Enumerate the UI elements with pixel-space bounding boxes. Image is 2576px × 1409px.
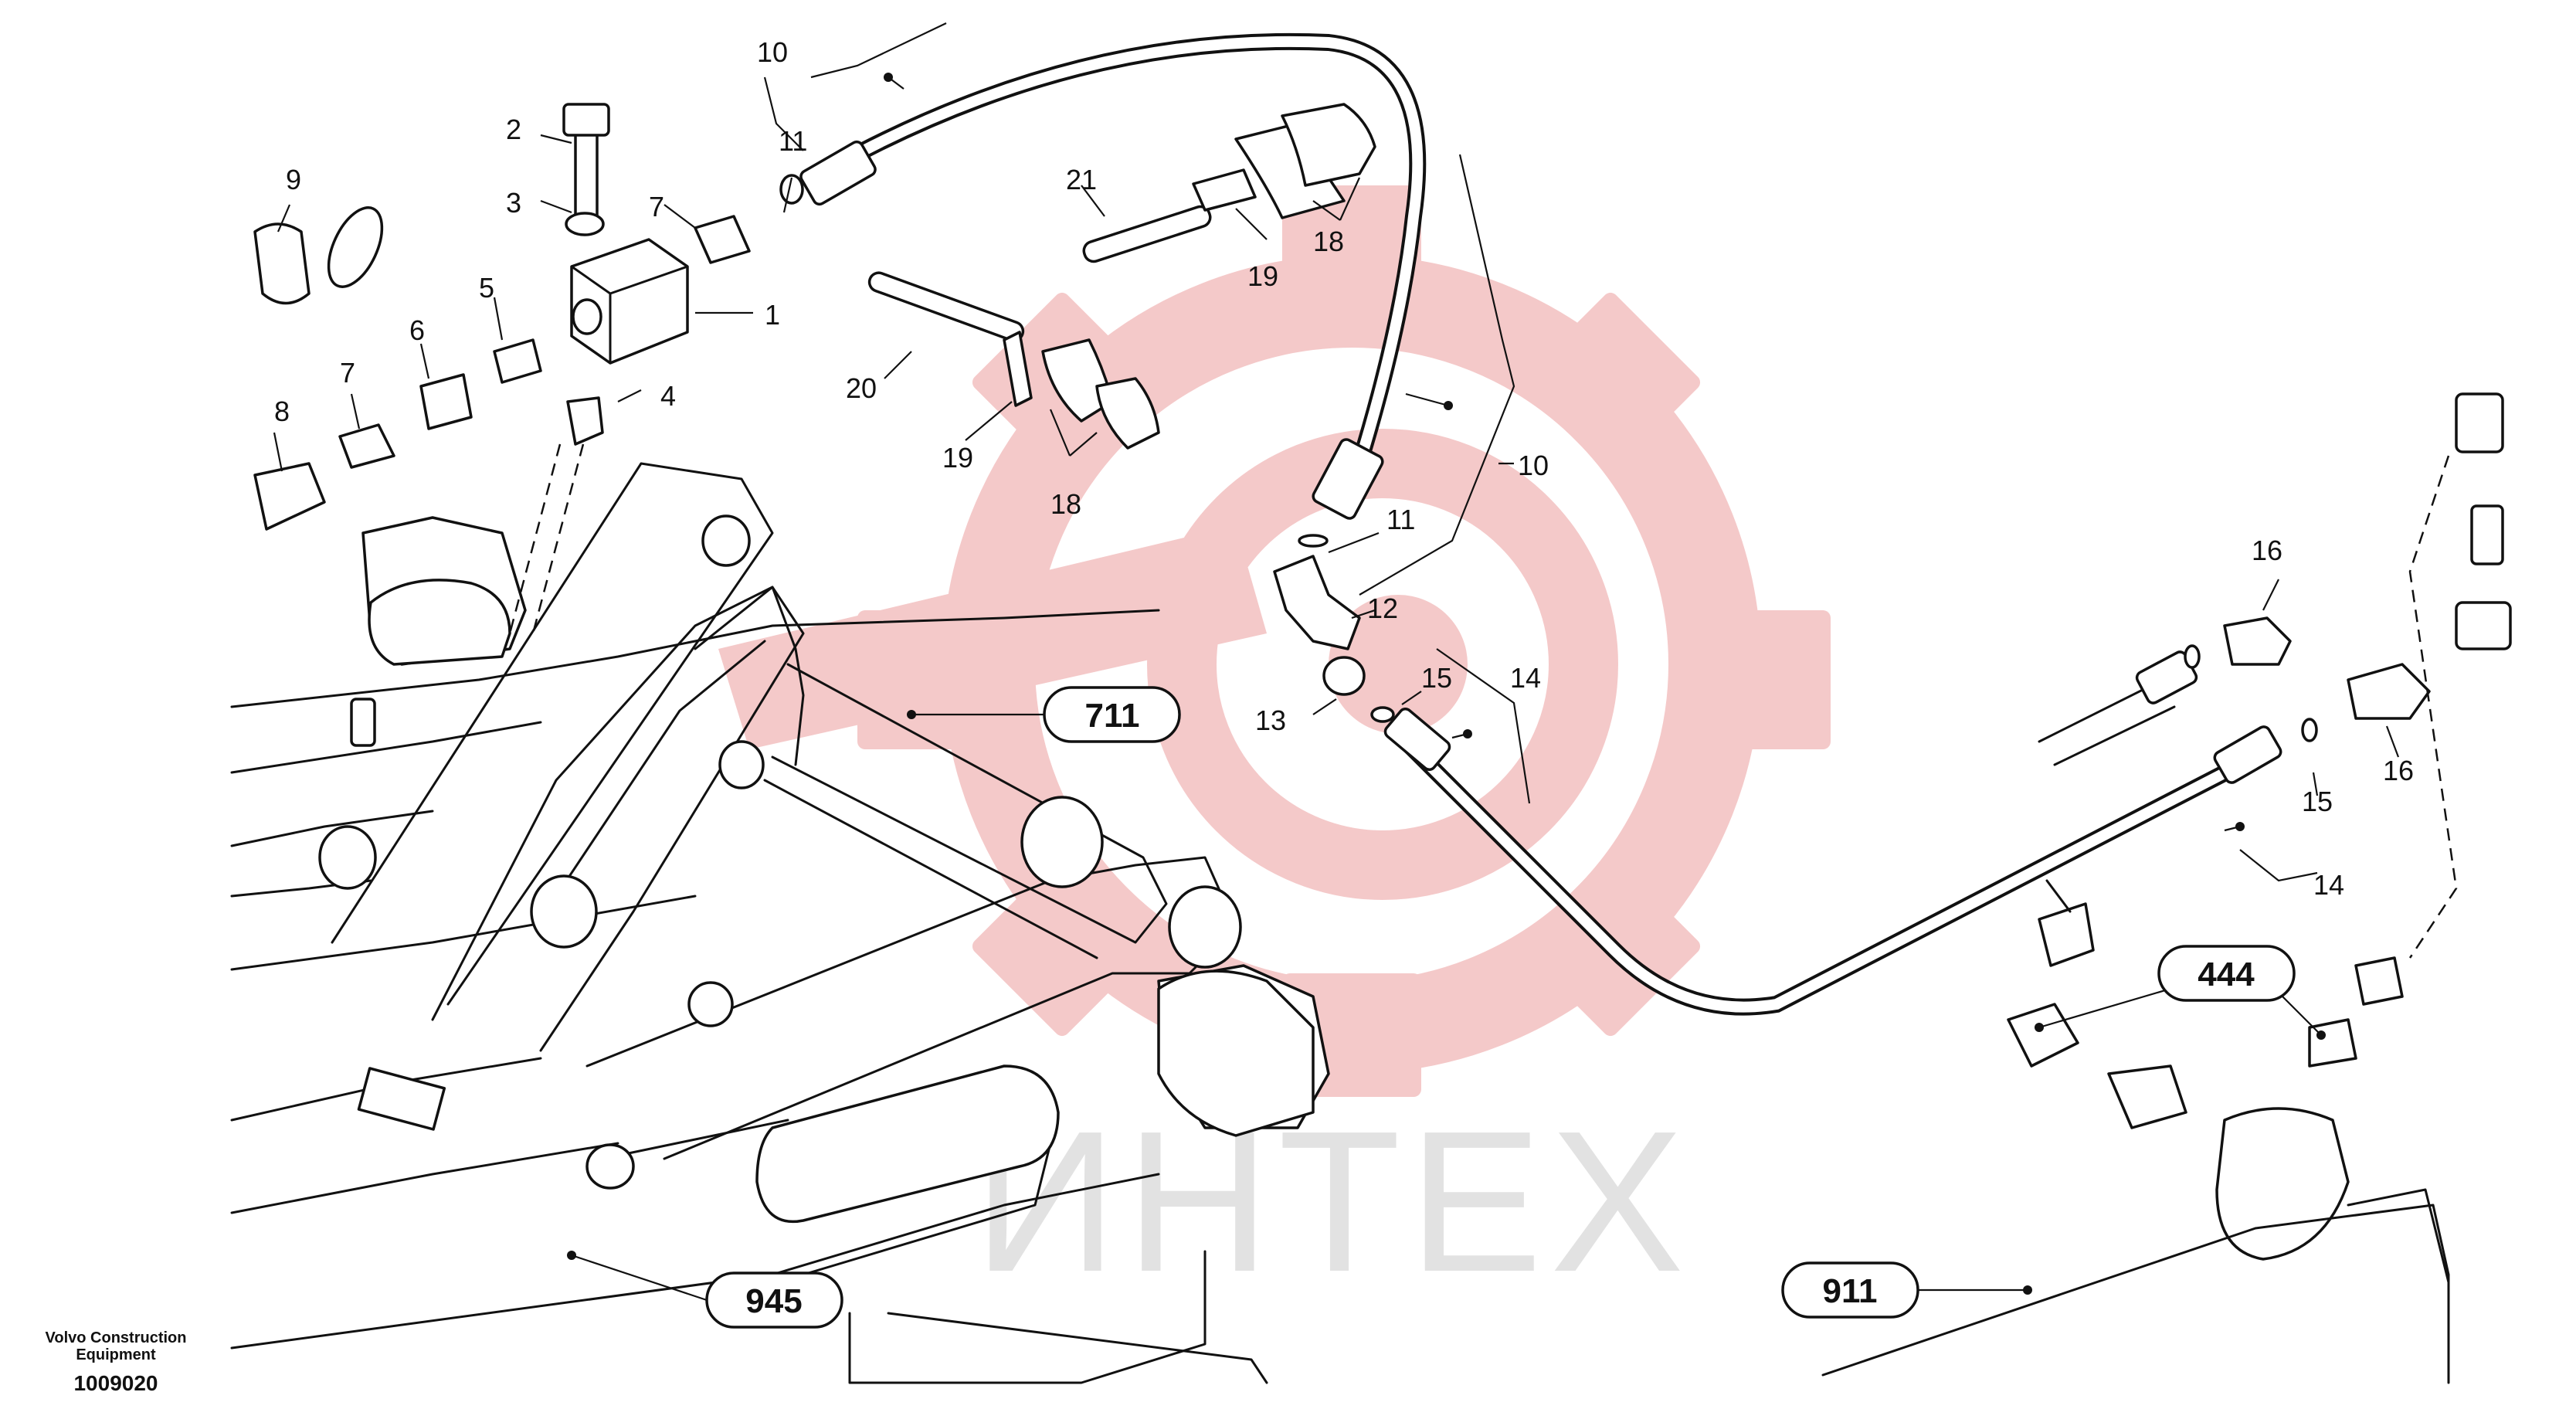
watermark-text: ИНТЕХ	[973, 1090, 1692, 1314]
part-callouts: 10 11 10 11 12 13 15 14 16 16 15 14 18 1…	[274, 36, 2414, 901]
callout-15-right: 15	[2302, 786, 2333, 817]
watermark-gear-logo	[718, 185, 1831, 1097]
group-reference-711-label: 711	[1085, 697, 1140, 735]
group-reference-444[interactable]: 444	[2157, 945, 2296, 1002]
callout-19-lower: 19	[942, 442, 973, 474]
callout-5: 5	[479, 272, 494, 304]
group-reference-911-label: 911	[1823, 1272, 1878, 1310]
callout-1: 1	[765, 299, 780, 331]
callout-12: 12	[1367, 592, 1398, 624]
callout-16-left: 16	[2252, 535, 2282, 566]
callout-20: 20	[846, 372, 877, 404]
group-reference-711[interactable]: 711	[1043, 686, 1181, 743]
callout-14-lower: 14	[2313, 869, 2344, 901]
hose-14	[1383, 650, 2282, 1016]
callout-3: 3	[506, 187, 521, 219]
manufacturer-name-line1: Volvo Construction	[46, 1329, 187, 1346]
drawing-number: 1009020	[73, 1371, 158, 1395]
callout-8: 8	[274, 396, 290, 427]
callout-16-right: 16	[2383, 755, 2414, 786]
callout-19-upper: 19	[1247, 260, 1278, 292]
valve-block-assembly	[253, 103, 1315, 1137]
callout-10-lower: 10	[1518, 450, 1549, 481]
callout-18-lower: 18	[1050, 488, 1081, 520]
callout-18-upper: 18	[1313, 226, 1344, 257]
group-reference-911[interactable]: 911	[1781, 1261, 1919, 1319]
group-reference-444-label: 444	[2198, 956, 2255, 993]
callout-2: 2	[506, 114, 521, 145]
callout-10-upper: 10	[757, 36, 788, 68]
callout-13: 13	[1255, 704, 1286, 736]
hose-clamps	[867, 103, 1376, 450]
right-fitting-assembly	[1821, 392, 2512, 1384]
callout-15-left: 15	[1421, 662, 1452, 694]
callout-7-upper: 7	[649, 191, 664, 222]
callout-21: 21	[1066, 164, 1097, 195]
manufacturer-name-line2: Equipment	[76, 1346, 156, 1363]
callout-9: 9	[286, 164, 301, 195]
callout-4: 4	[660, 380, 676, 412]
group-reference-945[interactable]: 945	[705, 1271, 843, 1329]
callout-11-upper: 11	[779, 125, 807, 157]
callout-11-lower: 11	[1386, 504, 1415, 535]
callout-6: 6	[409, 314, 425, 346]
leader-lines	[273, 22, 2400, 1302]
elbow-fitting-assembly	[1273, 534, 1395, 723]
callout-7-lower: 7	[340, 357, 355, 389]
group-reference-945-label: 945	[745, 1282, 802, 1320]
hose-10	[799, 32, 1427, 520]
drawing-footer: Volvo Construction Equipment 1009020	[46, 1329, 187, 1395]
callout-14-upper: 14	[1510, 662, 1541, 694]
